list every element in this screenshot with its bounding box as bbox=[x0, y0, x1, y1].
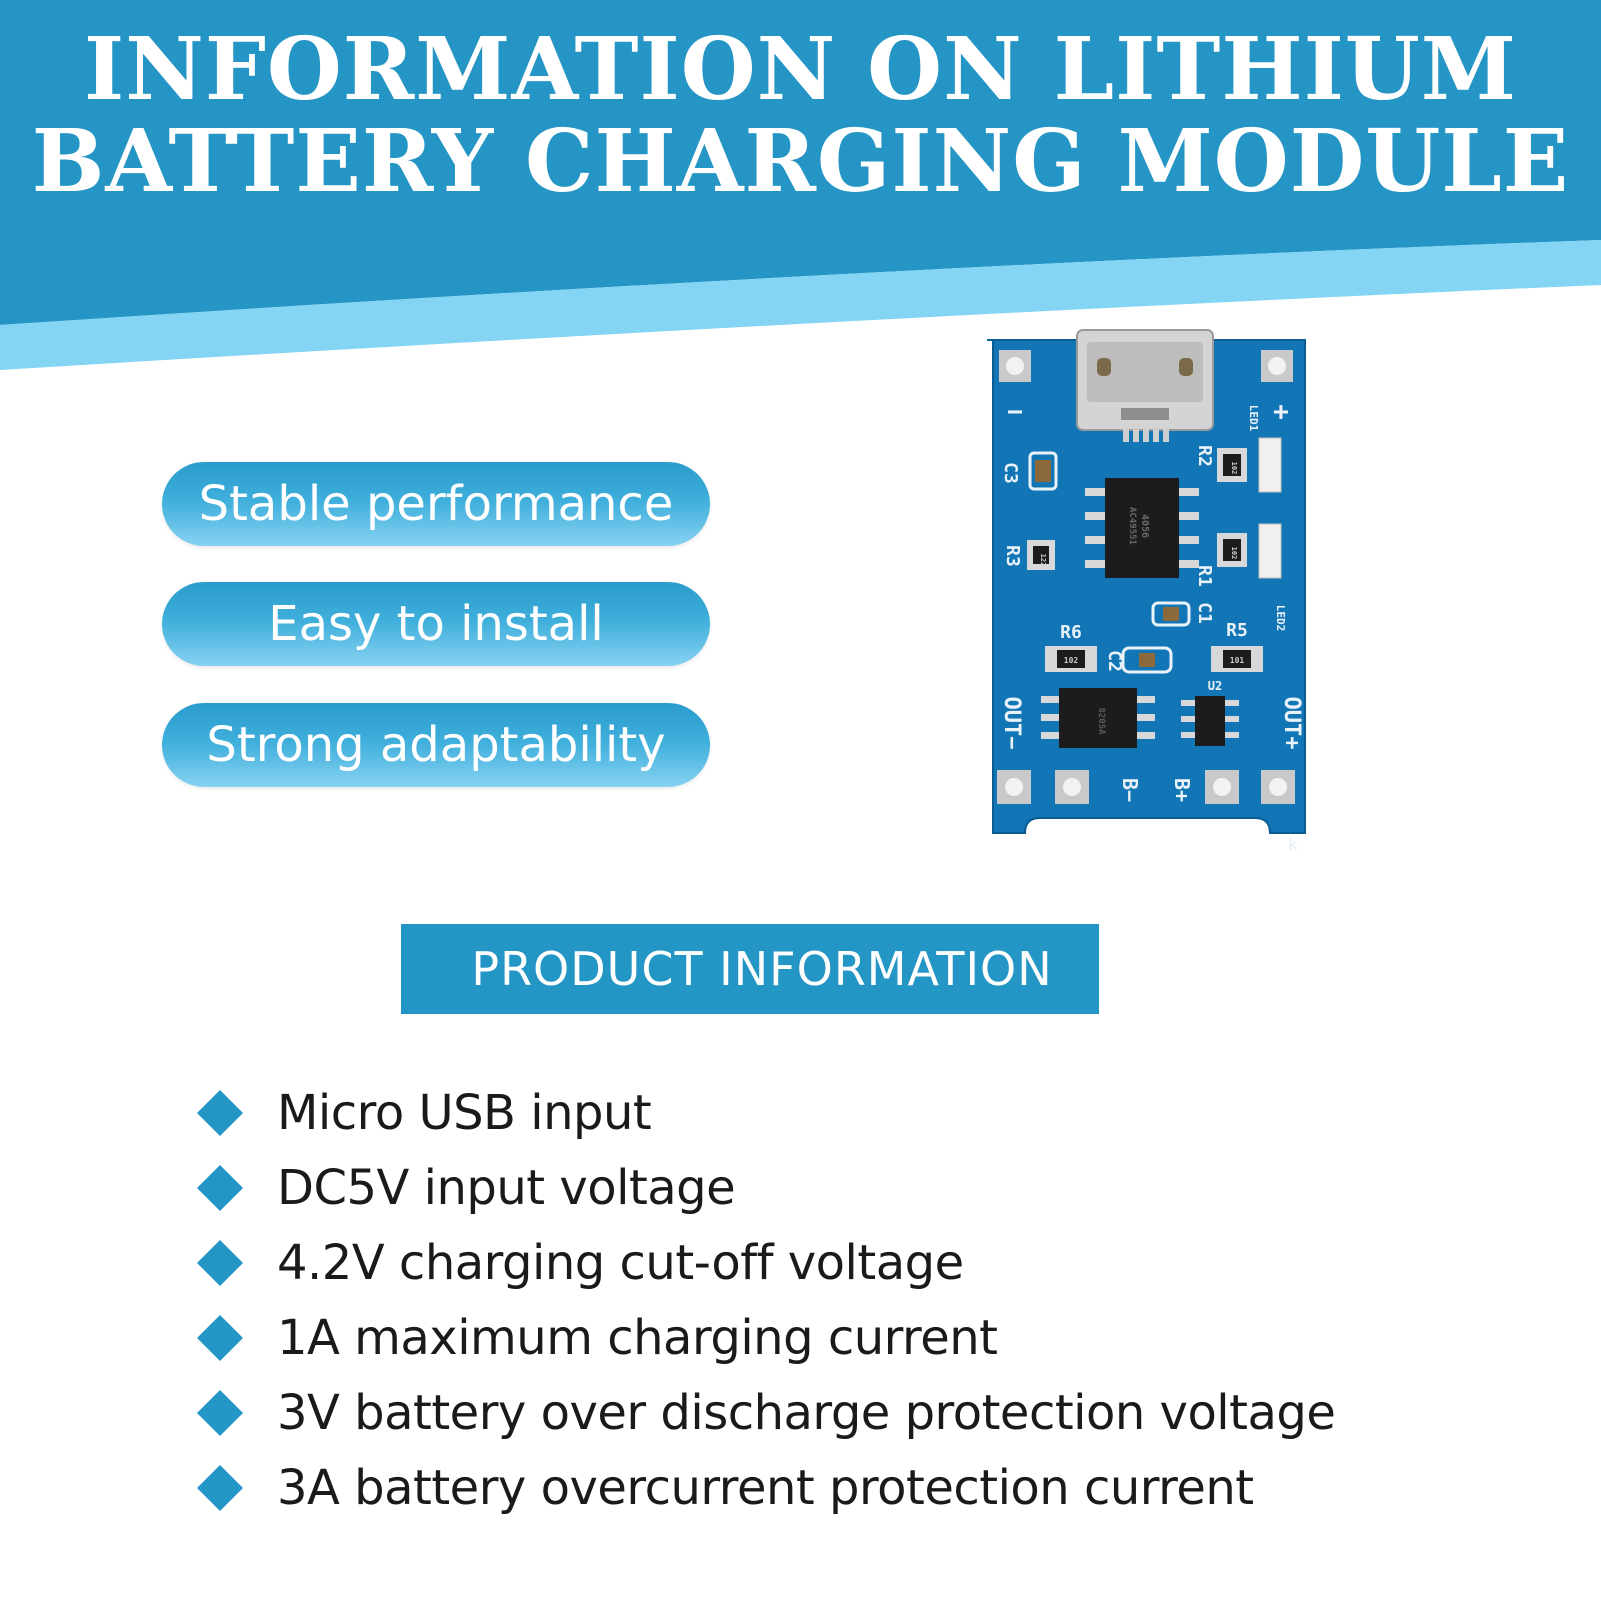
diamond-bullet-icon bbox=[197, 1389, 243, 1436]
list-item: 1A maximum charging current bbox=[195, 1300, 1445, 1375]
silk-c2: C2 bbox=[1104, 650, 1125, 672]
silk-r5: R5 bbox=[1226, 620, 1248, 641]
silk-r3: R3 bbox=[1002, 545, 1023, 567]
feature-text: 4.2V charging cut-off voltage bbox=[277, 1234, 964, 1291]
silk-u2: U2 bbox=[1208, 679, 1222, 693]
page-title: INFORMATION ON LITHIUM BATTERY CHARGING … bbox=[0, 24, 1601, 208]
resistor-102b-marking: 102 bbox=[1230, 547, 1238, 560]
feature-text: 3V battery over discharge protection vol… bbox=[277, 1384, 1336, 1441]
protection-chip-marking: 8205A bbox=[1096, 707, 1106, 735]
silk-c1: C1 bbox=[1194, 602, 1215, 624]
silk-r1: R1 bbox=[1194, 565, 1215, 587]
highlight-strong-adaptability: Strong adaptability bbox=[162, 703, 710, 787]
list-item: DC5V input voltage bbox=[195, 1150, 1445, 1225]
highlight-easy-to-install: Easy to install bbox=[162, 582, 710, 666]
diamond-bullet-icon bbox=[197, 1464, 243, 1511]
silk-led2: LED2 bbox=[1274, 605, 1287, 632]
resistor-102a-marking: 102 bbox=[1230, 462, 1238, 475]
feature-text: Micro USB input bbox=[277, 1084, 652, 1141]
list-item: 3A battery overcurrent protection curren… bbox=[195, 1450, 1445, 1525]
silk-out-plus: OUT+ bbox=[1279, 697, 1304, 750]
page-title-line-2: BATTERY CHARGING MODULE bbox=[31, 111, 1570, 212]
silk-r6: R6 bbox=[1060, 622, 1082, 643]
main-chip-sub-marking: AC49551 bbox=[1127, 507, 1137, 545]
page-title-line-1: INFORMATION ON LITHIUM bbox=[83, 19, 1518, 120]
charging-module-photo: 4056 AC49551 122 102 102 102 101 8205A bbox=[987, 329, 1306, 854]
list-item: 4.2V charging cut-off voltage bbox=[195, 1225, 1445, 1300]
product-feature-list: Micro USB input DC5V input voltage 4.2V … bbox=[195, 1075, 1445, 1525]
diamond-bullet-icon bbox=[197, 1314, 243, 1361]
silk-minus: − bbox=[1007, 397, 1023, 427]
highlight-stable-performance: Stable performance bbox=[162, 462, 710, 546]
silk-k: k bbox=[1288, 835, 1298, 854]
silk-b-plus: B+ bbox=[1170, 778, 1194, 802]
list-item: Micro USB input bbox=[195, 1075, 1445, 1150]
feature-text: 1A maximum charging current bbox=[277, 1309, 998, 1366]
resistor-122-marking: 122 bbox=[1039, 554, 1047, 567]
diamond-bullet-icon bbox=[197, 1239, 243, 1286]
header-banner bbox=[0, 0, 1601, 370]
diamond-bullet-icon bbox=[197, 1164, 243, 1211]
list-item: 3V battery over discharge protection vol… bbox=[195, 1375, 1445, 1450]
main-chip-marking: 4056 bbox=[1139, 514, 1150, 538]
feature-text: DC5V input voltage bbox=[277, 1159, 736, 1216]
diamond-bullet-icon bbox=[197, 1089, 243, 1136]
silk-out-minus: OUT− bbox=[999, 697, 1024, 750]
silk-r2: R2 bbox=[1194, 445, 1215, 467]
resistor-102c-marking: 102 bbox=[1064, 656, 1079, 665]
silk-c3: C3 bbox=[1000, 462, 1021, 484]
silk-led1: LED1 bbox=[1247, 405, 1260, 432]
product-info-heading: PRODUCT INFORMATION bbox=[401, 924, 1099, 1014]
silk-plus: + bbox=[1273, 397, 1289, 427]
resistor-101-marking: 101 bbox=[1230, 656, 1245, 665]
feature-text: 3A battery overcurrent protection curren… bbox=[277, 1459, 1254, 1516]
silk-b-minus: B− bbox=[1118, 778, 1142, 802]
